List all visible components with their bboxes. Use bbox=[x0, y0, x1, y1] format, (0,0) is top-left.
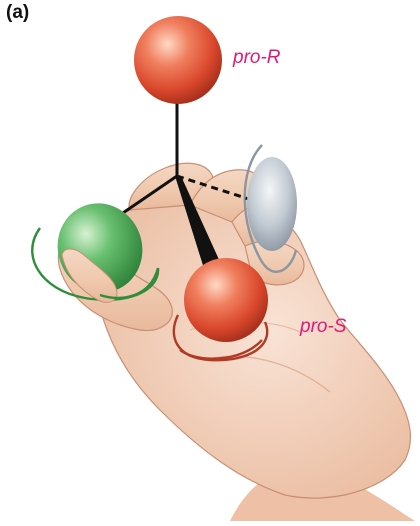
pro-r-label: pro-R bbox=[233, 47, 281, 69]
pro-s-sphere bbox=[184, 258, 268, 342]
gray-sphere bbox=[247, 157, 297, 251]
panel-label: (a) bbox=[6, 2, 29, 24]
pro-r-sphere bbox=[134, 16, 222, 104]
pro-s-label: pro-S bbox=[300, 316, 346, 338]
